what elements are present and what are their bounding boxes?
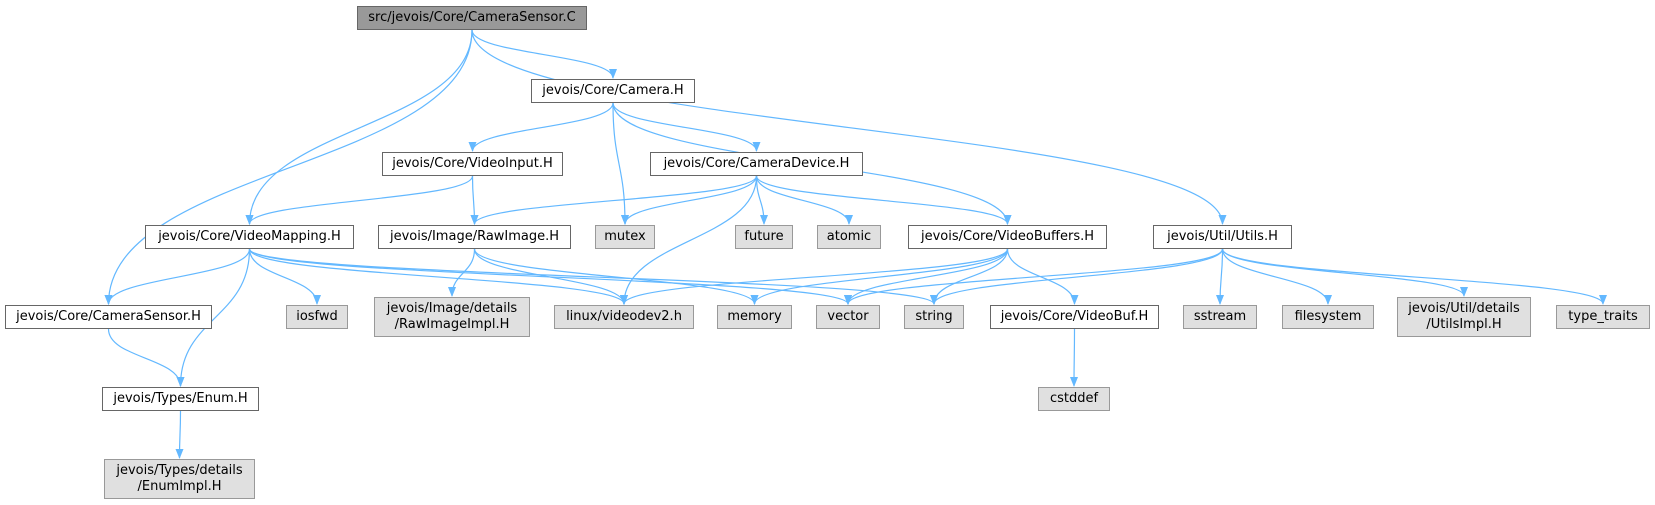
edge-videobuf_h-to-cstddef	[1070, 328, 1079, 387]
edge-camera_h-to-mutex	[612, 102, 629, 225]
node-camera-h[interactable]: jevois/Core/Camera.H	[531, 79, 695, 103]
edge-cameradevice_h-to-atomic	[755, 175, 853, 225]
edge-root-to-camera_h	[471, 29, 617, 79]
edge-camerasensor_h-to-enum_h	[107, 328, 185, 387]
edge-utils_h-to-filesystem	[1221, 248, 1332, 305]
edge-root-to-camerasensor_h	[104, 29, 473, 305]
edge-root-to-utils_h	[471, 29, 1227, 225]
node-enum-h[interactable]: jevois/Types/Enum.H	[102, 387, 259, 411]
edge-utils_h-to-vector	[844, 248, 1224, 305]
node-enumimpl-h[interactable]: jevois/Types/details /EnumImpl.H	[104, 459, 255, 499]
edge-utils_h-to-string	[930, 248, 1224, 305]
node-videobuf-h[interactable]: jevois/Core/VideoBuf.H	[990, 305, 1159, 329]
node-utils-h[interactable]: jevois/Util/Utils.H	[1153, 225, 1292, 249]
edge-rawimage_h-to-videodev2_h	[473, 248, 628, 305]
node-videodev2-h[interactable]: linux/videodev2.h	[554, 305, 694, 329]
edge-cameradevice_h-to-videodev2_h	[620, 175, 758, 305]
node-memory[interactable]: memory	[717, 305, 792, 329]
edge-enum_h-to-enumimpl_h	[175, 410, 184, 459]
node-future[interactable]: future	[735, 225, 793, 249]
edge-videobuffers_h-to-vector	[844, 248, 1009, 305]
node-vector[interactable]: vector	[816, 305, 880, 329]
edge-cameradevice_h-to-rawimage_h	[470, 175, 758, 225]
edge-camera_h-to-videoinput_h	[468, 102, 614, 152]
edge-videomapping_h-to-videodev2_h	[248, 248, 628, 305]
edge-cameradevice_h-to-mutex	[621, 175, 758, 225]
edge-cameradevice_h-to-videobuffers_h	[755, 175, 1012, 225]
edge-videomapping_h-to-iosfwd	[248, 248, 321, 305]
node-camerasensor-h[interactable]: jevois/Core/CameraSensor.H	[5, 305, 212, 329]
node-type-traits[interactable]: type_traits	[1556, 305, 1650, 329]
node-filesystem[interactable]: filesystem	[1282, 305, 1374, 329]
node-cameradevice-h[interactable]: jevois/Core/CameraDevice.H	[650, 152, 863, 176]
node-string[interactable]: string	[904, 305, 964, 329]
edge-videomapping_h-to-camerasensor_h	[104, 248, 251, 305]
edge-videobuffers_h-to-memory	[750, 248, 1009, 305]
node-mutex[interactable]: mutex	[595, 225, 655, 249]
edge-videoinput_h-to-videomapping_h	[245, 175, 474, 225]
node-cstddef[interactable]: cstddef	[1038, 387, 1110, 411]
node-utilsimpl-h[interactable]: jevois/Util/details /UtilsImpl.H	[1397, 297, 1531, 337]
node-atomic[interactable]: atomic	[817, 225, 881, 249]
edge-videoinput_h-to-rawimage_h	[470, 175, 479, 225]
node-iosfwd[interactable]: iosfwd	[286, 305, 348, 329]
node-sstream[interactable]: sstream	[1183, 305, 1257, 329]
edge-videobuffers_h-to-videodev2_h	[620, 248, 1009, 305]
node-videomapping-h[interactable]: jevois/Core/VideoMapping.H	[145, 225, 354, 249]
node-camerasensor-c[interactable]: src/jevois/Core/CameraSensor.C	[357, 6, 587, 30]
edge-videomapping_h-to-string	[248, 248, 938, 305]
edge-videomapping_h-to-enum_h	[176, 248, 251, 387]
edge-camera_h-to-cameradevice_h	[612, 102, 761, 152]
node-rawimage-h[interactable]: jevois/Image/RawImage.H	[378, 225, 571, 249]
edge-utils_h-to-sstream	[1216, 248, 1225, 305]
edge-root-to-videomapping_h	[245, 29, 473, 225]
node-videobuffers-h[interactable]: jevois/Core/VideoBuffers.H	[908, 225, 1107, 249]
edge-utils_h-to-type_traits	[1221, 248, 1607, 305]
node-rawimageimpl-h[interactable]: jevois/Image/details /RawImageImpl.H	[374, 297, 530, 337]
node-videoinput-h[interactable]: jevois/Core/VideoInput.H	[382, 152, 563, 176]
edge-rawimage_h-to-rawimageimpl_h	[448, 248, 476, 297]
edge-rawimage_h-to-memory	[473, 248, 759, 305]
